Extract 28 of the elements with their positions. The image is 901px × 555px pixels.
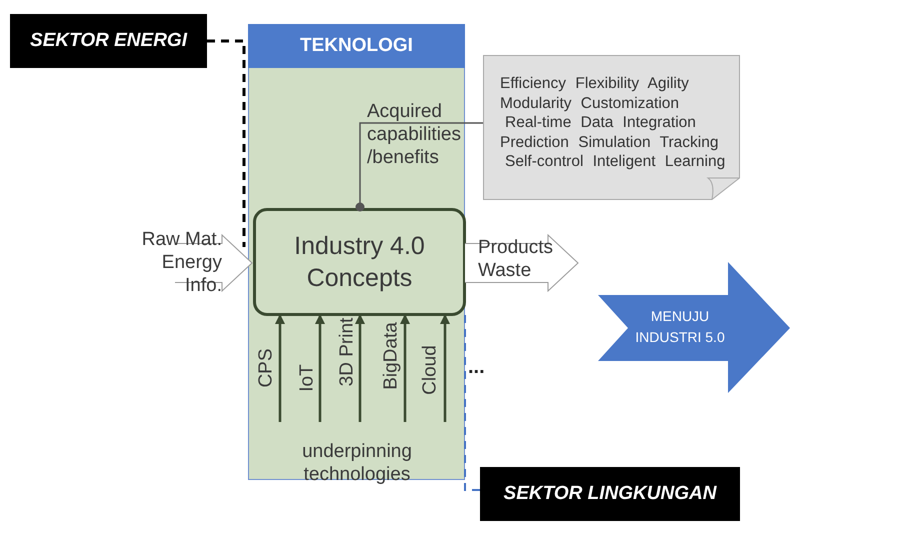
edge-label: Raw Mat. Energy Info.: [140, 228, 222, 297]
arrow: [440, 314, 450, 422]
concept-box: Industry 4.0 Concepts: [253, 208, 466, 316]
edge-label: CPS: [254, 348, 278, 388]
edge-label: Acquired capabilities /benefits: [367, 100, 462, 169]
benefit-text: Real-time Data Integration: [505, 114, 696, 132]
edge-label: 3D Print: [336, 318, 358, 386]
arrow-text: MENUJU INDUSTRI 5.0: [634, 307, 726, 347]
block-arrow: [174, 234, 253, 292]
dashed-connector: [464, 315, 480, 491]
arrow: [275, 314, 285, 422]
panel-header: TEKNOLOGI: [248, 24, 465, 68]
block-arrow: [464, 234, 579, 292]
edge-label: BigData: [380, 322, 402, 390]
benefit-text: Modularity Customization: [500, 94, 680, 112]
benefit-text: Self-control Inteligent Learning: [505, 153, 726, 171]
sector-label: SEKTOR LINGKUNGAN: [480, 467, 740, 521]
arrow: [400, 314, 410, 422]
edge-label: Cloud: [418, 345, 442, 395]
arrow: [315, 314, 325, 422]
ellipsis-text: ...: [468, 356, 486, 379]
arrow: [355, 314, 365, 422]
benefit-text: Efficiency Flexibility Agility: [500, 75, 689, 93]
leader-line: [356, 122, 483, 212]
edge-label: Products Waste: [478, 236, 554, 282]
benefit-text: Prediction Simulation Tracking: [500, 134, 718, 152]
edge-label: IoT: [296, 364, 318, 392]
sector-label: SEKTOR ENERGI: [10, 14, 207, 68]
